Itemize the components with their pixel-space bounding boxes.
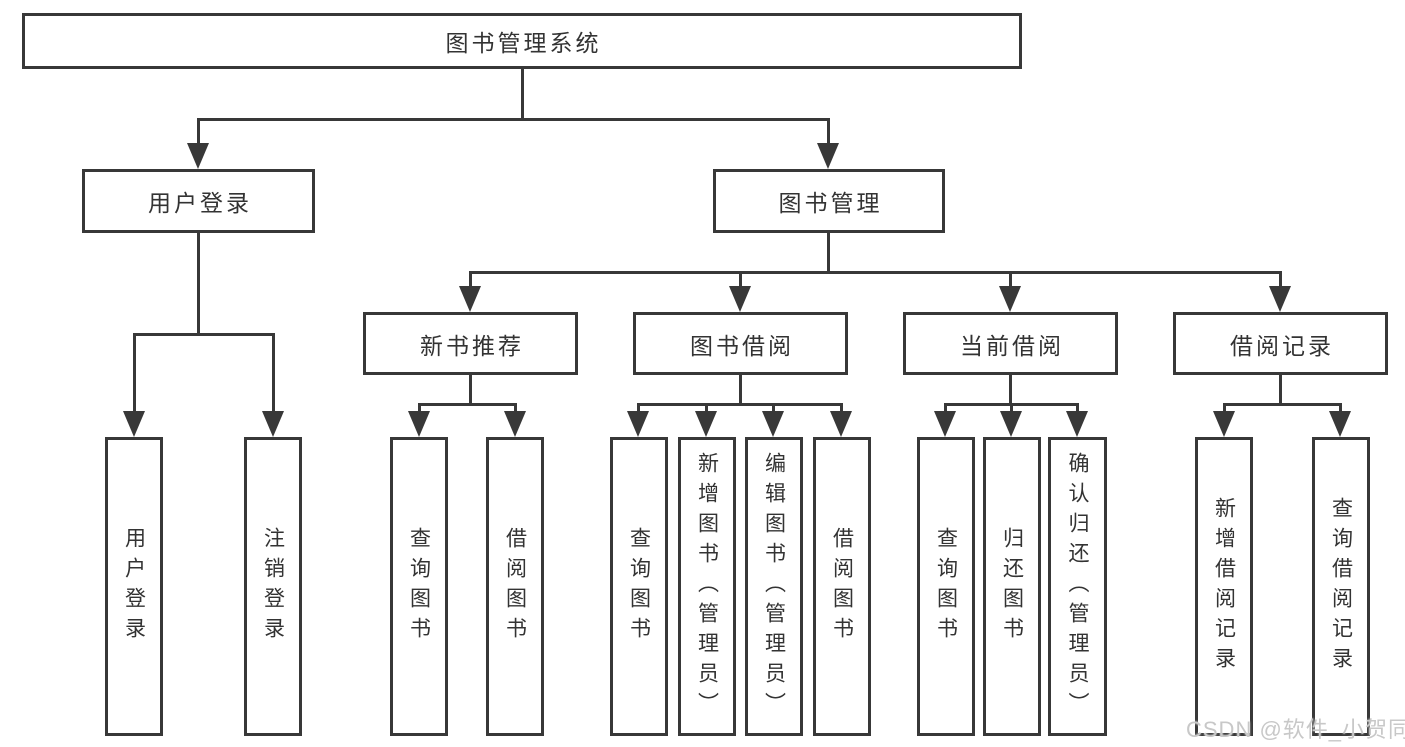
arrow-down-icon (123, 411, 145, 437)
connector-drop-line (197, 118, 200, 146)
leaf-current-confirm-return-admin: 确认归还（管理员） (1048, 437, 1107, 736)
connector-drop-line (944, 403, 947, 413)
node-root-system (22, 13, 1022, 69)
connector-bus-line (197, 118, 830, 121)
leaf-newbooks-borrow-books: 借阅图书 (486, 437, 544, 736)
connector-drop-line (1009, 271, 1012, 288)
leaf-borrow-borrow-books: 借阅图书 (813, 437, 871, 736)
arrow-down-icon (729, 286, 751, 312)
node-book-management: 图书管理 (713, 169, 945, 233)
leaf-logout: 注销登录 (244, 437, 302, 736)
node-current-borrowing: 当前借阅 (903, 312, 1118, 375)
connector-stem-line (197, 233, 200, 336)
node-borrowing-records: 借阅记录 (1173, 312, 1388, 375)
arrow-down-icon (934, 411, 956, 437)
connector-stem-line (1279, 375, 1282, 406)
connector-bus-line (1223, 403, 1342, 406)
arrow-down-icon (830, 411, 852, 437)
leaf-borrow-query-books: 查询图书 (610, 437, 668, 736)
leaf-current-query-books: 查询图书 (917, 437, 975, 736)
leaf-user-login: 用户登录 (105, 437, 163, 736)
connector-drop-line (772, 403, 775, 413)
arrow-down-icon (504, 411, 526, 437)
arrow-down-icon (1269, 286, 1291, 312)
connector-drop-line (637, 403, 640, 413)
connector-bus-line (637, 403, 843, 406)
node-user-login-group: 用户登录 (82, 169, 315, 233)
connector-drop-line (514, 403, 517, 413)
arrow-down-icon (627, 411, 649, 437)
node-book-borrowing: 图书借阅 (633, 312, 848, 375)
connector-drop-line (1010, 403, 1013, 413)
leaf-records-query-record: 查询借阅记录 (1312, 437, 1370, 736)
connector-bus-line (418, 403, 517, 406)
connector-bus-line (469, 271, 1282, 274)
connector-drop-line (739, 271, 742, 288)
leaf-newbooks-query-books: 查询图书 (390, 437, 448, 736)
arrow-down-icon (1213, 411, 1235, 437)
arrow-down-icon (408, 411, 430, 437)
arrow-down-icon (1000, 411, 1022, 437)
connector-drop-line (272, 333, 275, 413)
csdn-watermark: CSDN @软件_小贺同学 (1186, 717, 1405, 742)
arrow-down-icon (262, 411, 284, 437)
connector-drop-line (1339, 403, 1342, 413)
arrow-down-icon (762, 411, 784, 437)
connector-drop-line (1076, 403, 1079, 413)
connector-stem-line (739, 375, 742, 406)
leaf-current-return-books: 归还图书 (983, 437, 1041, 736)
connector-stem-line (1009, 375, 1012, 406)
connector-drop-line (1223, 403, 1226, 413)
leaf-borrow-edit-books-admin: 编辑图书（管理员） (745, 437, 803, 736)
arrow-down-icon (1329, 411, 1351, 437)
arrow-down-icon (459, 286, 481, 312)
connector-drop-line (840, 403, 843, 413)
leaf-records-add-record: 新增借阅记录 (1195, 437, 1253, 736)
arrow-down-icon (695, 411, 717, 437)
connector-drop-line (133, 333, 136, 413)
connector-stem-line (521, 69, 524, 119)
connector-drop-line (827, 118, 830, 146)
node-root-system-label: 图书管理系统 (445, 30, 602, 56)
connector-stem-line (827, 233, 830, 274)
connector-drop-line (469, 271, 472, 288)
node-new-book-recommend: 新书推荐 (363, 312, 578, 375)
leaf-borrow-add-books-admin: 新增图书（管理员） (678, 437, 736, 736)
arrow-down-icon (999, 286, 1021, 312)
connector-drop-line (705, 403, 708, 413)
connector-bus-line (133, 333, 275, 336)
arrow-down-icon (187, 143, 209, 169)
connector-stem-line (469, 375, 472, 406)
connector-drop-line (418, 403, 421, 413)
arrow-down-icon (1066, 411, 1088, 437)
arrow-down-icon (817, 143, 839, 169)
connector-drop-line (1279, 271, 1282, 288)
